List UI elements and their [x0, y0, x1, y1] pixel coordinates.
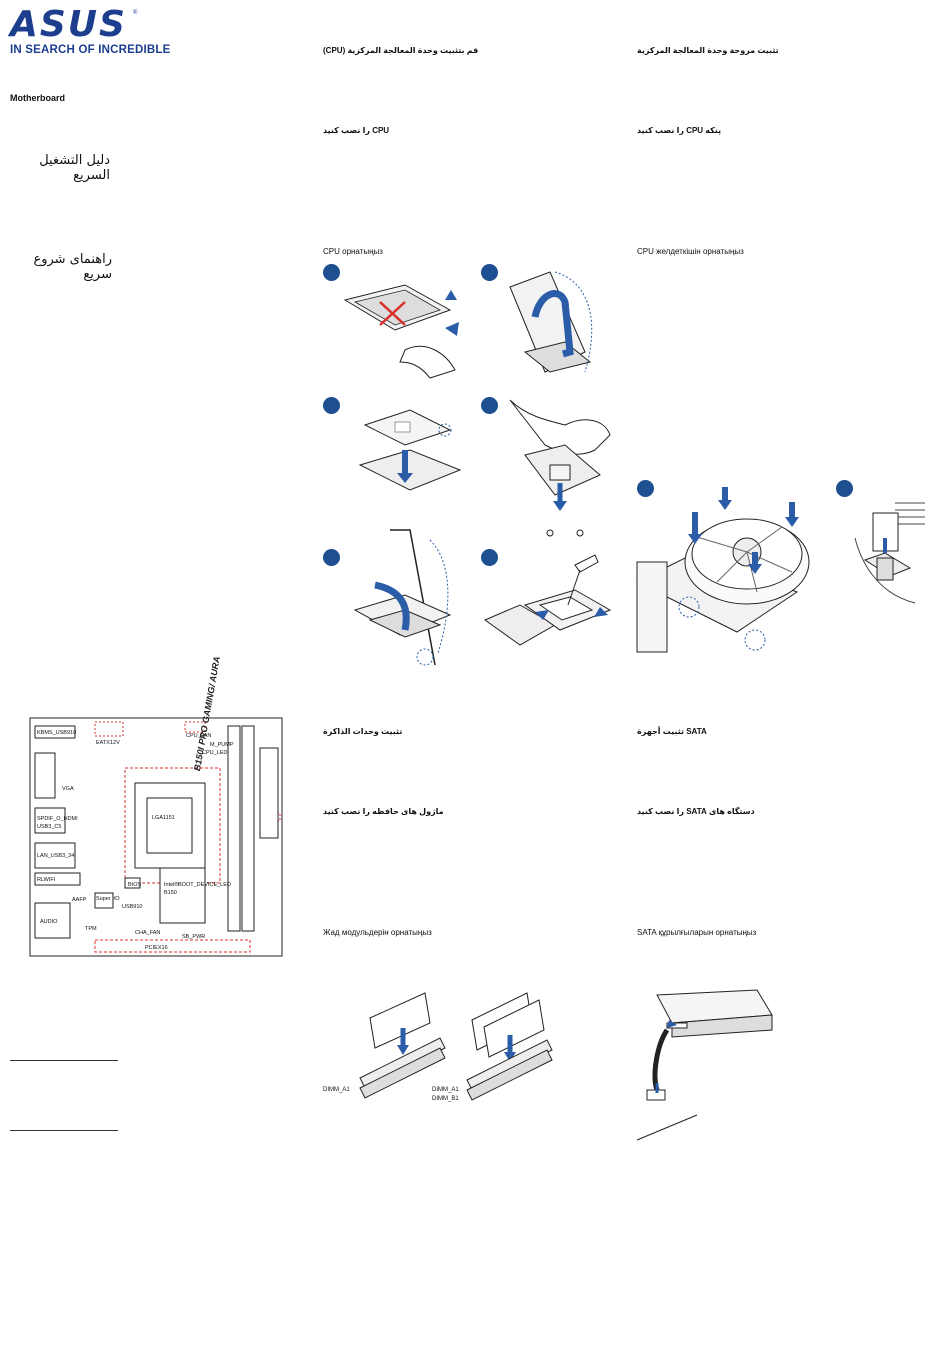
product-name: Motherboard: [10, 93, 65, 103]
svg-text:BOOT_DEVICE_LED: BOOT_DEVICE_LED: [178, 882, 231, 888]
guide-title-arabic: دليل التشغيل السريع: [39, 153, 110, 183]
cooler-illustration: [635, 487, 810, 653]
cpu-heading-persian: CPU را نصب کنید: [323, 126, 390, 135]
svg-text:AAFP: AAFP: [72, 897, 87, 903]
cpu-step-1-illustration: [343, 284, 459, 379]
svg-text:SPDIF_O_HDMI: SPDIF_O_HDMI: [37, 816, 78, 822]
memory-heading-kazakh: Жад модульдерін орнатыңыз: [323, 928, 432, 937]
brand-tagline: IN SEARCH OF INCREDIBLE: [10, 44, 171, 56]
step-4-marker: [481, 397, 498, 414]
cpu-step-3-illustration: [358, 409, 462, 491]
svg-text:KBMS_USB910: KBMS_USB910: [37, 730, 76, 736]
svg-text:PCIEX16: PCIEX16: [145, 945, 168, 951]
svg-text:TPM: TPM: [85, 926, 97, 932]
motherboard-layout: LGA1151 Intel® B150 PCIEX16 KBMS_USB910 …: [29, 717, 283, 957]
svg-text:CPU_FAN: CPU_FAN: [186, 733, 211, 739]
cpu-heading-kazakh: CPU орнатыңыз: [323, 247, 383, 256]
svg-text:M_PUMP: M_PUMP: [210, 742, 234, 748]
step-6-marker: [481, 549, 498, 566]
cooler-step-1-marker: [637, 480, 654, 497]
svg-text:AUDIO: AUDIO: [40, 919, 58, 925]
svg-text:CPU_LED: CPU_LED: [202, 750, 227, 756]
divider-rule-2: [10, 1130, 118, 1131]
memory-heading-persian: ماژول های حافظه را نصب کنید: [323, 807, 444, 816]
sata-heading-arabic: SATA تثبيت أجهزة: [637, 727, 707, 736]
asus-logo: ASUS IN SEARCH OF INCREDIBLE: [10, 4, 171, 57]
svg-text:Super I/O: Super I/O: [96, 896, 120, 902]
divider-rule-1: [10, 1060, 118, 1061]
cooler-step-2-marker: [836, 480, 853, 497]
fan-header-illustration: [854, 502, 925, 604]
dimm-label-single: DIMM_A1: [323, 1087, 350, 1093]
dimm-label-dual-b: DIMM_B1: [432, 1096, 459, 1102]
cpu-step-2-illustration: [509, 271, 593, 373]
svg-text:SB_PWR: SB_PWR: [182, 934, 205, 940]
cpu-step-5-illustration: [353, 529, 452, 666]
guide-title-persian: راهنمای شروع سریع: [33, 252, 112, 282]
svg-text:BIOS: BIOS: [128, 882, 141, 888]
dimm-label-dual-a: DIMM_A1: [432, 1087, 459, 1093]
asus-logo-word: ASUS: [10, 4, 127, 45]
cooler-heading-kazakh: CPU желдеткішін орнатыңыз: [637, 247, 744, 256]
cpu-step-4-illustration: [509, 399, 611, 537]
cooler-heading-arabic: تثبيت مروحة وحدة المعالجة المركزية: [637, 46, 779, 55]
svg-text:VGA: VGA: [62, 786, 74, 792]
sata-heading-persian: دستگاه های SATA را نصب کنید: [637, 807, 755, 816]
step-2-marker: [481, 264, 498, 281]
svg-text:USB3_C5: USB3_C5: [37, 824, 61, 830]
step-1-marker: [323, 264, 340, 281]
memory-dual-illustration: [466, 992, 553, 1101]
step-3-marker: [323, 397, 340, 414]
cpu-heading-arabic: قم بتثبيت وحدة المعالجة المركزية (CPU): [323, 46, 479, 55]
cpu-step-6-illustration: [483, 554, 612, 646]
svg-text:LGA1151: LGA1151: [152, 815, 175, 821]
step-5-marker: [323, 549, 340, 566]
svg-text:B150: B150: [164, 890, 177, 896]
svg-text:CHA_FAN: CHA_FAN: [135, 930, 160, 936]
sata-heading-kazakh: SATA құрылғыларын орнатыңыз: [637, 928, 757, 937]
memory-single-illustration: [359, 992, 446, 1099]
svg-text:Intel®: Intel®: [164, 881, 178, 888]
memory-heading-arabic: تثبيت وحدات الذاكرة: [323, 727, 403, 736]
registered-mark: ®: [133, 10, 138, 16]
svg-text:RLWIFI: RLWIFI: [37, 877, 56, 883]
svg-text:EATX12V: EATX12V: [96, 740, 120, 746]
svg-text:USB910: USB910: [122, 904, 143, 910]
cooler-heading-persian: پنکه CPU را نصب کنید: [637, 126, 722, 135]
sata-illustration: [636, 989, 773, 1141]
svg-text:LAN_USB3_34: LAN_USB3_34: [37, 853, 74, 859]
